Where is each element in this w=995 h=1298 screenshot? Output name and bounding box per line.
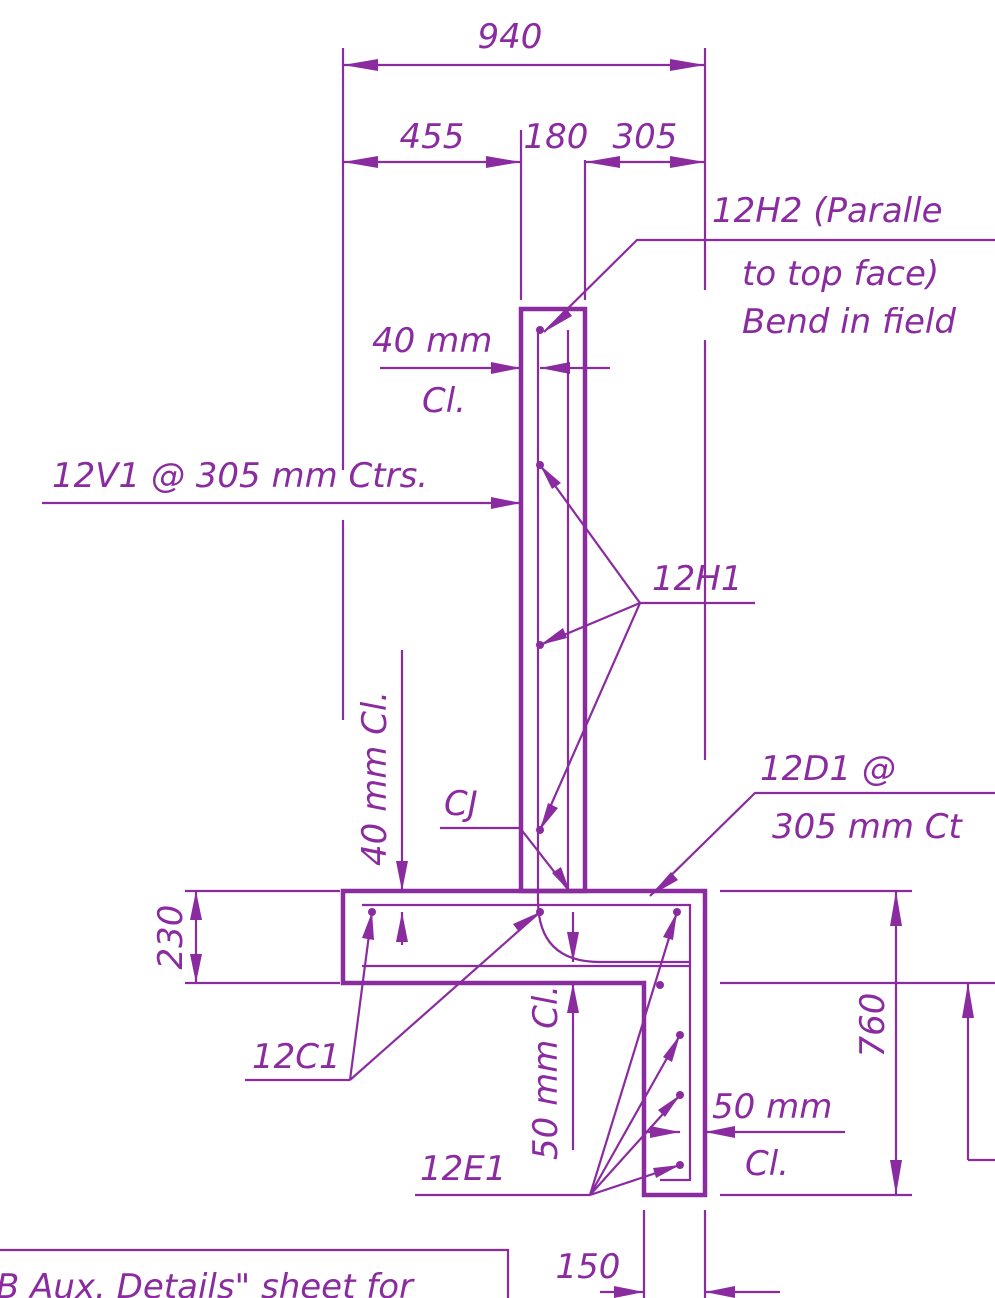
dim-left-width: 455 bbox=[400, 117, 465, 157]
dim-right-width: 305 bbox=[613, 117, 678, 157]
dim-key-width: 150 bbox=[556, 1247, 621, 1287]
concrete-outline bbox=[340, 306, 708, 1198]
label-12d1-line1: 12D1 @ bbox=[760, 749, 896, 789]
label-12d1-line2: 305 mm Ct bbox=[772, 807, 963, 847]
base-slab-outline bbox=[340, 888, 708, 1198]
label-clear-40-vertical: 40 mm Cl. bbox=[355, 691, 395, 866]
dim-total-depth: 760 bbox=[853, 993, 893, 1058]
label-clear-50: 50 mm bbox=[712, 1087, 832, 1127]
label-12v1: 12V1 @ 305 mm Ctrs. bbox=[52, 456, 428, 496]
extension-lines bbox=[185, 48, 995, 1298]
dim-slab-thickness: 230 bbox=[151, 905, 191, 970]
text-labels: 940 455 180 305 12H2 (Paralle to top fac… bbox=[0, 17, 963, 1298]
label-clear-40-top-cl: Cl. bbox=[422, 381, 466, 421]
label-12h2-line2: to top face) bbox=[742, 254, 939, 294]
label-cj: CJ bbox=[444, 784, 478, 824]
bar-12d1-bent bbox=[362, 903, 692, 1182]
label-12h2-line3: Bend in field bbox=[742, 302, 956, 342]
dim-stem-width: 180 bbox=[524, 117, 589, 157]
notes-box-border bbox=[0, 1248, 510, 1298]
dim-overall-width: 940 bbox=[478, 17, 543, 57]
notes-text: B Aux. Details" sheet for bbox=[0, 1267, 415, 1298]
leader-lines bbox=[42, 238, 995, 1197]
clear-cover-indicators bbox=[380, 362, 845, 1150]
dimension-lines bbox=[190, 59, 995, 1298]
label-12e1: 12E1 bbox=[420, 1149, 506, 1189]
reinforcement bbox=[362, 330, 692, 1182]
label-clear-50-cl: Cl. bbox=[745, 1144, 789, 1184]
label-12c1: 12C1 bbox=[252, 1037, 341, 1077]
label-clear-50-vertical: 50 mm Cl. bbox=[526, 985, 566, 1160]
wall-stem-outline bbox=[518, 306, 588, 894]
label-12h2-line1: 12H2 (Paralle bbox=[712, 191, 943, 231]
label-12h1: 12H1 bbox=[652, 559, 742, 599]
label-clear-40-top: 40 mm bbox=[372, 321, 492, 361]
